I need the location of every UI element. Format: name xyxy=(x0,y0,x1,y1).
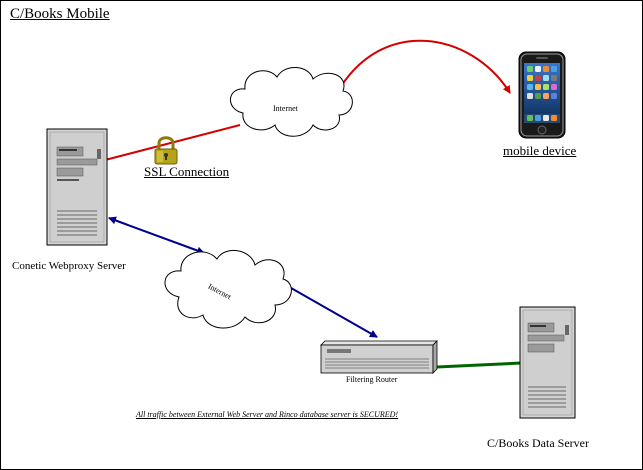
security-note: All traffic between External Web Server … xyxy=(136,410,399,419)
diagram-title: C/Books Mobile xyxy=(10,6,110,22)
internet-cloud-label: Internet xyxy=(273,104,298,113)
mobile-device-label: mobile device xyxy=(503,143,577,158)
ssl-connection-label: SSL Connection xyxy=(144,164,230,179)
server-tower-icon xyxy=(46,128,108,246)
padlock-icon xyxy=(154,136,178,165)
cloud-icon xyxy=(230,67,353,137)
router-icon xyxy=(320,340,438,374)
proxy-to-internet-link xyxy=(108,216,205,255)
smartphone-icon xyxy=(518,51,566,139)
router-to-data-server-link xyxy=(436,361,522,369)
router-label: Filtering Router xyxy=(346,375,398,384)
server-tower-icon xyxy=(519,306,576,419)
data-server-label: C/Books Data Server xyxy=(487,436,589,450)
cloud-icon xyxy=(164,250,292,329)
proxy-server-label: Conetic Webproxy Server xyxy=(12,260,126,272)
wireless-link-arrow xyxy=(336,39,511,94)
